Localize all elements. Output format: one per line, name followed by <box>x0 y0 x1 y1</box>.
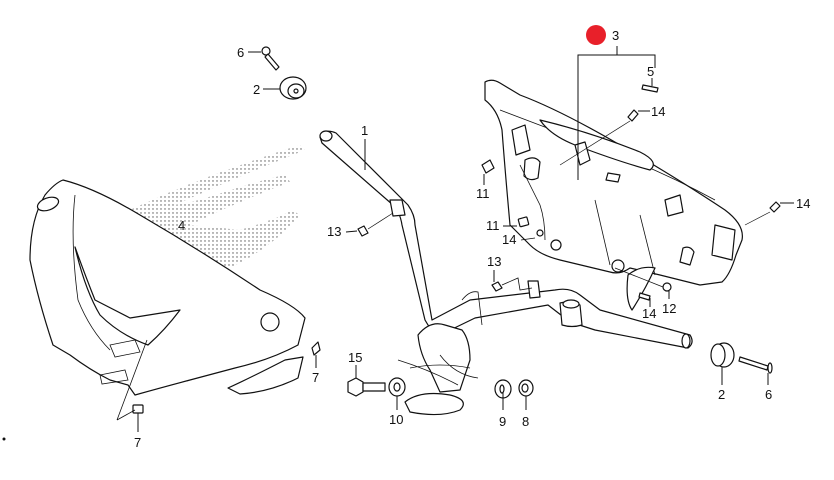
callout-15: 15 <box>348 350 362 365</box>
washer-10 <box>388 377 406 410</box>
screw-14-left <box>520 229 544 241</box>
bolt-6-right <box>738 356 773 385</box>
emblem-5 <box>641 78 659 93</box>
bolt-6-top <box>248 46 280 71</box>
callout-5: 5 <box>647 64 654 79</box>
screw-13-left <box>345 212 394 237</box>
screw-13-mid <box>491 270 533 292</box>
callout-6-right: 6 <box>765 387 772 402</box>
screw-14-right <box>744 201 794 226</box>
screw-14-bottom <box>638 292 651 307</box>
bolt-12 <box>614 267 672 299</box>
callout-14-c: 14 <box>502 232 516 247</box>
callout-11-b: 11 <box>486 218 500 233</box>
clip-7-left <box>116 339 148 432</box>
callout-13-a: 13 <box>327 224 341 239</box>
clip-11-mid <box>503 216 530 228</box>
callout-13-b: 13 <box>487 254 501 269</box>
callout-7-mid: 7 <box>312 370 319 385</box>
callout-2-top: 2 <box>253 82 260 97</box>
front-handlebar-cover <box>29 179 306 396</box>
callout-9: 9 <box>499 414 506 429</box>
grommet-2-right <box>710 342 735 385</box>
callout-3: 3 <box>612 28 619 43</box>
callout-14-a: 14 <box>651 104 665 119</box>
callout-12: 12 <box>662 301 676 316</box>
callout-6-top: 6 <box>237 45 244 60</box>
rear-handlebar-cover <box>484 46 743 311</box>
clip-11-top <box>481 159 495 185</box>
washer-8 <box>518 379 534 410</box>
handlebar-pipe <box>319 130 693 416</box>
callout-2-right: 2 <box>718 387 725 402</box>
callout-1: 1 <box>361 123 368 138</box>
callout-7-left: 7 <box>134 435 141 450</box>
bolt-15 <box>347 365 386 397</box>
highlight-marker[interactable] <box>586 25 606 45</box>
grommet-2-top <box>263 76 307 100</box>
stray-dot <box>2 437 6 441</box>
callout-10: 10 <box>389 412 403 427</box>
callout-8: 8 <box>522 414 529 429</box>
nut-9 <box>494 379 512 410</box>
clip-7-mid <box>311 341 321 368</box>
callout-14-b: 14 <box>796 196 810 211</box>
callout-14-d: 14 <box>642 306 656 321</box>
callout-4: 4 <box>178 218 185 233</box>
callout-11-a: 11 <box>476 186 490 201</box>
screw-14-top <box>559 109 650 166</box>
